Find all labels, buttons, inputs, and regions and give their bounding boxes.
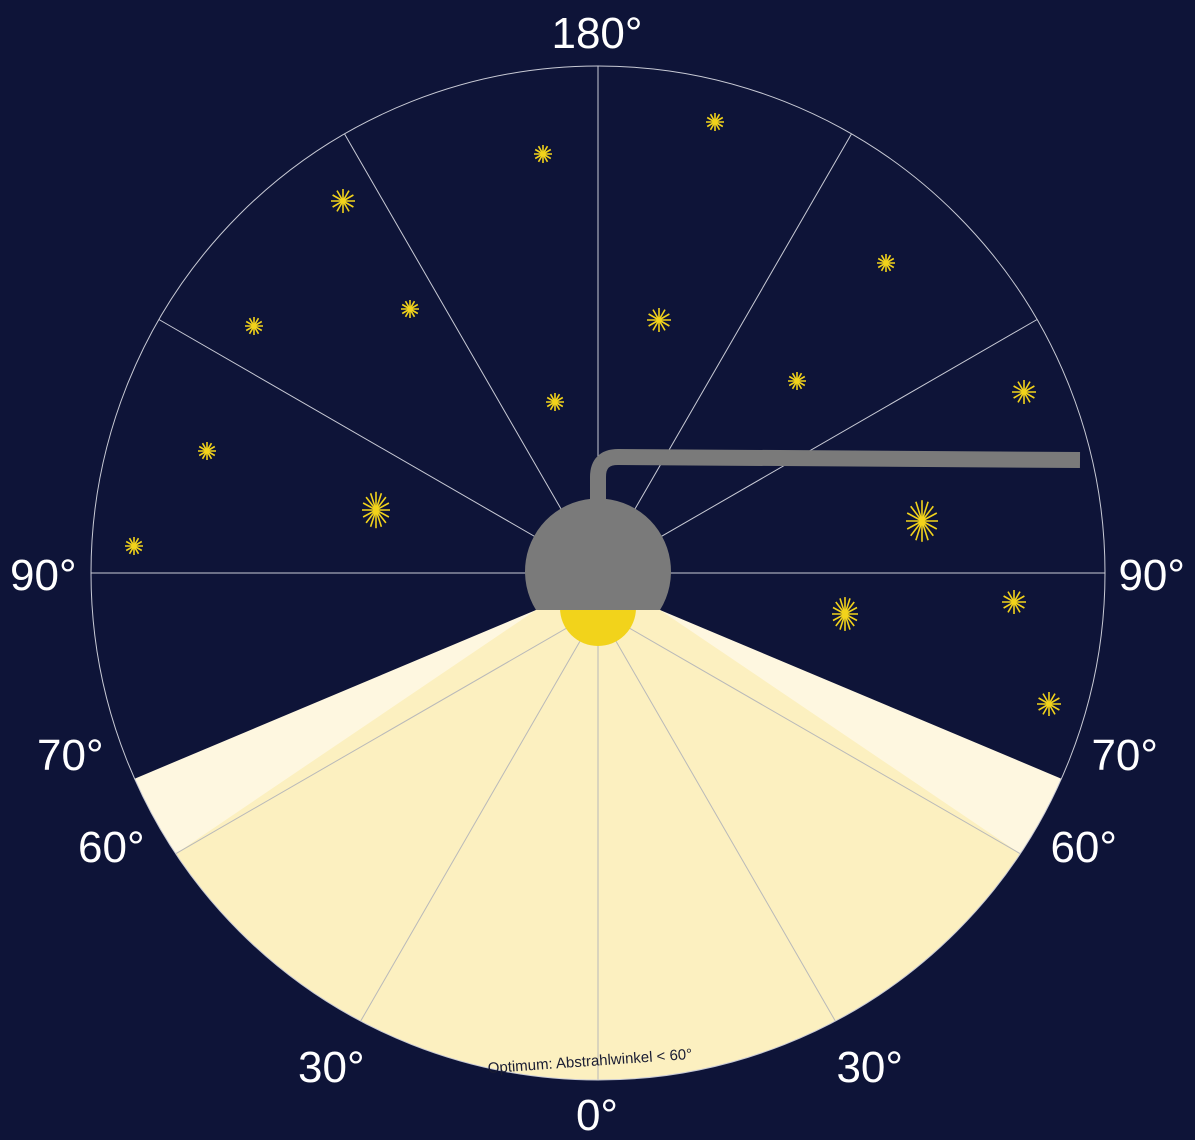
sky-sector-line — [597, 133, 852, 574]
light-beam — [134, 609, 1062, 1081]
star-icon — [1002, 590, 1026, 614]
label-0: 0° — [576, 1091, 618, 1140]
lamp-head — [525, 498, 671, 610]
star-icon — [331, 189, 355, 213]
beam-line — [175, 609, 599, 855]
label-30-left: 30° — [298, 1043, 365, 1092]
angle-labels: 180° 90° 90° 70° 70° 60° 60° 30° 30° 0° — [10, 9, 1185, 1140]
star-icon — [788, 372, 806, 390]
sky-sector-line — [344, 133, 599, 574]
label-60-right: 60° — [1050, 823, 1117, 872]
star-icon — [546, 393, 564, 411]
star-icon — [1012, 380, 1036, 404]
label-60-left: 60° — [78, 823, 145, 872]
night-sky-stars — [125, 113, 1061, 716]
label-90-left: 90° — [10, 551, 77, 600]
star-icon — [706, 113, 724, 131]
label-70-right: 70° — [1091, 731, 1158, 780]
star-icon — [647, 308, 671, 332]
outer-circle — [90, 65, 1106, 1081]
sky-sector-lines — [91, 66, 1105, 574]
beam-division-lines — [175, 609, 1021, 1080]
star-icon — [832, 597, 858, 631]
star-icon — [906, 500, 938, 542]
label-180: 180° — [551, 9, 642, 58]
sky-sector-line — [597, 319, 1038, 574]
label-90-right: 90° — [1118, 551, 1185, 600]
beam-line — [597, 609, 836, 1022]
star-icon — [877, 254, 895, 272]
star-icon — [534, 145, 552, 163]
lamp-arm — [590, 448, 1081, 502]
star-icon — [198, 442, 216, 460]
label-30-right: 30° — [836, 1043, 903, 1092]
star-icon — [1037, 692, 1061, 716]
street-lamp — [525, 448, 1081, 646]
label-70-left: 70° — [37, 731, 104, 780]
sky-sector-line — [158, 319, 599, 574]
star-icon — [125, 537, 143, 555]
star-icon — [245, 317, 263, 335]
star-icon — [401, 300, 419, 318]
beam-line — [360, 609, 599, 1022]
star-icon — [362, 491, 390, 529]
beam-line — [597, 609, 1021, 855]
